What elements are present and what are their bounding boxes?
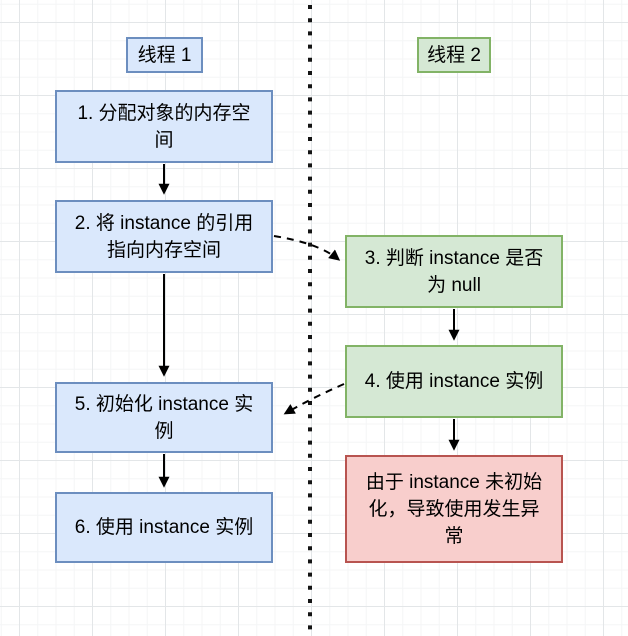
- node-error-uninitialized-exception: 由于 instance 未初始 化，导致使用发生异 常: [345, 455, 563, 563]
- node-step1-allocate-memory: 1. 分配对象的内存空 间: [55, 90, 273, 163]
- node-step4-use-instance: 4. 使用 instance 实例: [345, 345, 563, 418]
- node-step5-initialize-instance: 5. 初始化 instance 实 例: [55, 382, 273, 453]
- arrow-dashed-step4-to-step5: [283, 383, 345, 415]
- node-step3-check-null: 3. 判断 instance 是否 为 null: [345, 235, 563, 308]
- lane-header-thread1: 线程 1: [126, 37, 203, 73]
- arrow-dashed-step2-to-step3: [273, 235, 341, 261]
- lane-header-thread2: 线程 2: [417, 37, 491, 73]
- node-step2-point-reference: 2. 将 instance 的引用 指向内存空间: [55, 200, 273, 273]
- node-step6-use-instance: 6. 使用 instance 实例: [55, 492, 273, 563]
